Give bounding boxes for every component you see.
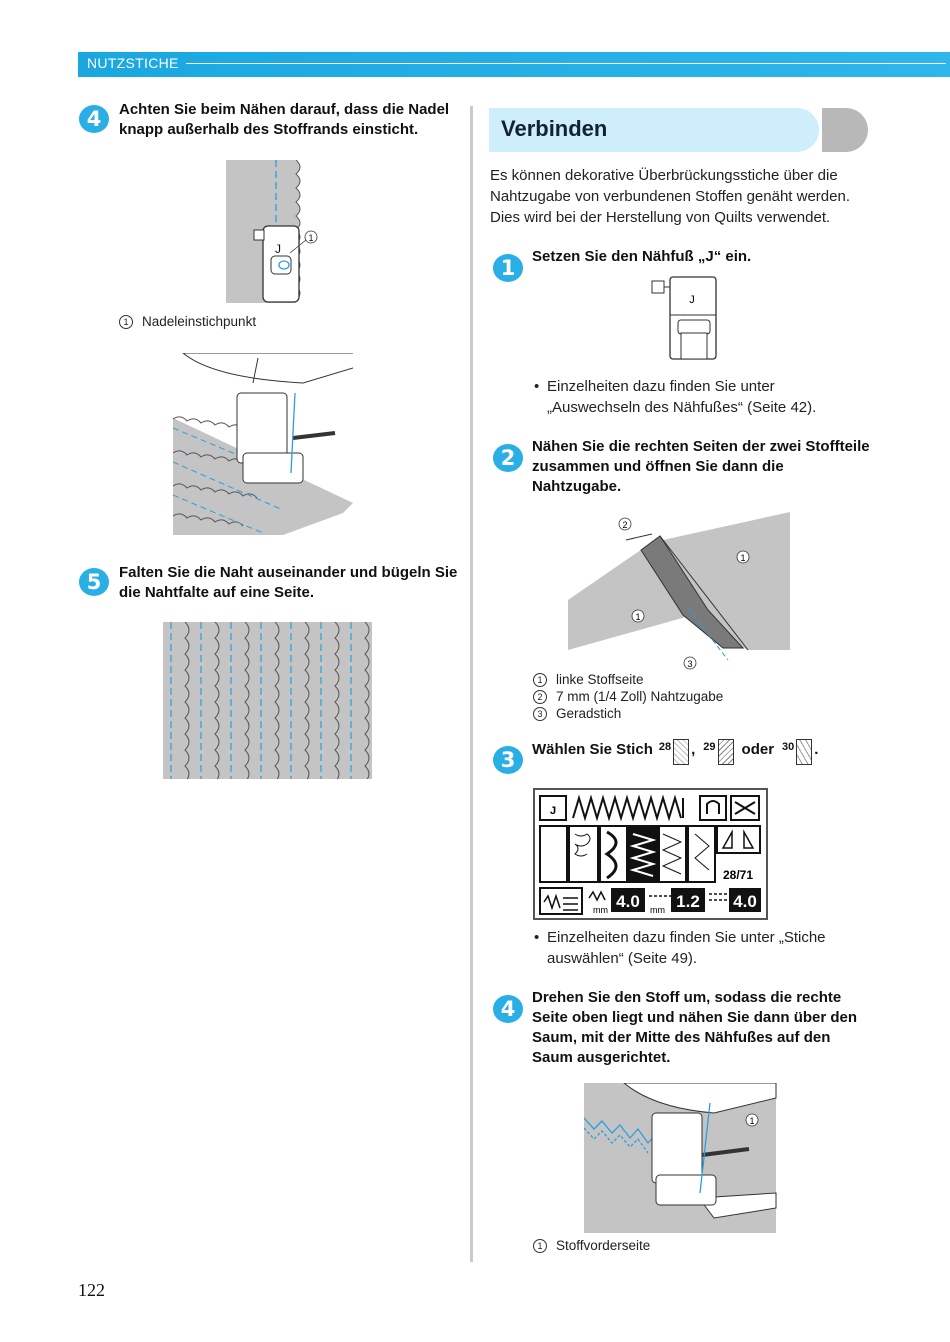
presser-foot-letter: J xyxy=(689,294,695,306)
svg-text:mm: mm xyxy=(593,905,608,915)
page-number: 122 xyxy=(78,1280,105,1300)
stitch-28-icon xyxy=(673,739,690,765)
step-5-badge: 5 xyxy=(79,568,109,596)
right-step-2-text: Nähen Sie die rechten Seiten der zwei St… xyxy=(532,438,870,495)
stitch-width-value: 4.0 xyxy=(616,892,640,911)
presser-foot-j-figure: J xyxy=(651,276,717,360)
intro-paragraph: Es können dekorative Überbrückungsstiche… xyxy=(490,167,850,226)
column-divider xyxy=(470,106,473,1262)
thread-tension-value: 4.0 xyxy=(733,892,757,911)
seam-callout-straight: 3 xyxy=(687,659,692,669)
section-title: Verbinden xyxy=(501,116,608,141)
svg-text:mm: mm xyxy=(650,905,665,915)
step-5-text: Falten Sie die Naht auseinander und büge… xyxy=(119,564,458,601)
sewing-over-seam-figure: 1 xyxy=(584,1083,777,1233)
pressed-seam-figure xyxy=(163,622,372,779)
right-step-4-text: Drehen Sie den Stoff um, sodass die rech… xyxy=(532,989,858,1066)
bullet-stitch-select-ref: Einzelheiten dazu finden Sie unter „Stic… xyxy=(534,927,867,969)
seam-callout-wrong-side-a: 1 xyxy=(740,553,745,563)
stitch-preview-icon xyxy=(572,794,682,822)
right-step-4-badge: 4 xyxy=(493,995,523,1023)
stitch-length-value: 1.2 xyxy=(676,892,700,911)
tension-icon xyxy=(709,893,729,901)
step-4-badge: 4 xyxy=(79,105,109,133)
page-arrows-icon xyxy=(716,825,761,854)
stitch-counter: 28/71 xyxy=(723,868,753,882)
foot-indicator-icon xyxy=(539,795,567,821)
right-step-3-text: Wählen Sie Stich 28 , 29 oder 30 . xyxy=(532,737,872,765)
bullet-presser-foot-ref: Einzelheiten dazu finden Sie unter „Ausw… xyxy=(534,376,867,418)
right-step-1-text: Setzen Sie den Nähfuß „J“ ein. xyxy=(532,248,752,265)
sewing-edge-figure xyxy=(173,353,353,535)
section-title-cap xyxy=(822,108,868,152)
stitch-29-icon xyxy=(717,739,734,765)
stitch-30-icon xyxy=(796,739,813,765)
figure1-callout: 1 xyxy=(308,233,313,243)
step-4-text: Achten Sie beim Nähen darauf, dass die N… xyxy=(119,101,450,138)
reverse-stitch-icon xyxy=(699,795,727,821)
seam-allowance-figure: 2 1 1 3 xyxy=(568,512,790,670)
right-step-2-badge: 2 xyxy=(493,444,523,472)
section-title-bar xyxy=(489,108,819,152)
header-title: NUTZSTICHE xyxy=(87,55,179,71)
width-icon xyxy=(588,890,606,902)
header-bar xyxy=(78,52,950,77)
seam-callout-wrong-side-b: 1 xyxy=(635,612,640,622)
figure1-foot-letter: J xyxy=(275,242,281,256)
caption-text: Nadeleinstichpunkt xyxy=(142,314,257,329)
seam-callout-allowance: 2 xyxy=(622,520,627,530)
stitch-lcd-display: J 28/71 mm 4.0 mm 1.2 4.0 xyxy=(533,788,768,920)
right-step-1-badge: 1 xyxy=(493,254,523,282)
header-rule xyxy=(186,63,946,64)
svg-text:J: J xyxy=(550,805,556,817)
caption-num: 1 xyxy=(119,315,133,329)
caption-needle-point: 1 Nadeleinstichpunkt xyxy=(119,313,256,330)
right-step-3-badge: 3 xyxy=(493,746,523,774)
figure4-callout: 1 xyxy=(749,1116,754,1126)
needle-edge-figure: J 1 xyxy=(226,160,318,303)
